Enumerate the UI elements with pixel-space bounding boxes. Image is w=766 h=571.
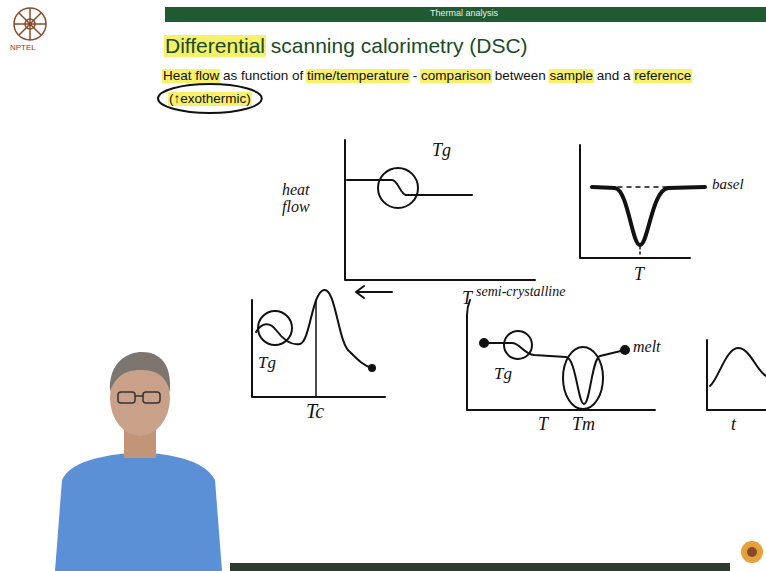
peak-marker [639, 247, 641, 257]
lecturer-photo [55, 352, 222, 571]
oval-stroke [158, 84, 262, 113]
axis-annotation: Tg [432, 140, 451, 161]
header-bar [165, 7, 766, 22]
circled-note: (↑exothermic) [160, 87, 260, 110]
plot-axes [467, 300, 655, 410]
lead-sentence: Heat flow as function of time/temperatur… [163, 68, 691, 83]
plot-axes [252, 300, 385, 397]
end-dot [621, 346, 629, 354]
baseline-note: basel [712, 176, 744, 193]
axis-title: T [634, 264, 644, 285]
axis-annotation: Tg [258, 353, 276, 373]
isothermal-curve [710, 348, 766, 386]
footer-bar [230, 563, 730, 571]
slide-title: Differential scanning calorimetry (DSC) [165, 34, 528, 58]
corner-logo [741, 541, 763, 563]
tc-marker [315, 300, 317, 396]
heat-flow-curve [347, 180, 472, 195]
header-text: Thermal analysis [430, 8, 498, 18]
nptel-logo [14, 8, 46, 40]
note-text: (↑exothermic) [169, 91, 251, 106]
highlight-circle [258, 311, 292, 345]
melting-dip [592, 187, 705, 245]
axis-annotation: Tg [494, 364, 512, 384]
axis-title: Tc [306, 400, 324, 423]
pointer-arrow [356, 286, 392, 298]
highlighter-mark [168, 92, 252, 106]
axis-title: T [462, 288, 472, 309]
curve-note: semi-crystalline [476, 284, 565, 300]
axis-title: heat flow [282, 182, 328, 216]
highlight-ellipse [563, 347, 603, 409]
plot-axes [707, 340, 766, 410]
dsc-sketches [252, 140, 766, 410]
logo-text: NPTEL [10, 43, 36, 52]
axis-title: t [731, 414, 736, 435]
highlight-circle [378, 168, 418, 208]
end-dot [369, 365, 375, 371]
axis-annotation: Tm [572, 414, 595, 435]
plot-axes [345, 140, 535, 280]
highlight-circle [504, 331, 532, 359]
curve-note: melt [633, 338, 661, 356]
axis-title: T [538, 414, 548, 435]
